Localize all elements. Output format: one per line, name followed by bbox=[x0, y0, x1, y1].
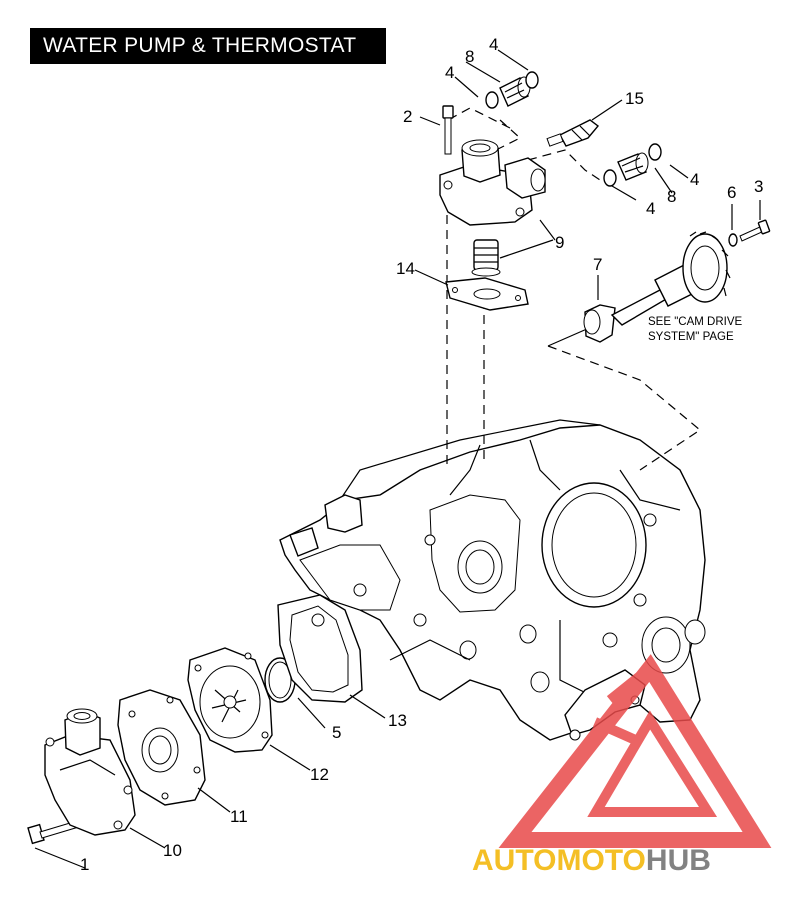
diagram-title: WATER PUMP & THERMOSTAT bbox=[30, 28, 386, 64]
callout-3: 3 bbox=[754, 177, 763, 196]
callout-6: 6 bbox=[727, 183, 736, 202]
automotohub-logo: AUTOMOTOHUB bbox=[472, 654, 772, 877]
fitting-upper bbox=[485, 71, 539, 109]
callout-14: 14 bbox=[396, 259, 415, 278]
svg-text:AUTOMOTOHUB: AUTOMOTOHUB bbox=[472, 844, 711, 877]
fitting-right bbox=[603, 143, 662, 187]
bolt-part-2 bbox=[442, 105, 454, 155]
callout-12: 12 bbox=[310, 765, 329, 784]
callout-4-c: 4 bbox=[690, 170, 699, 189]
logo-text-automoto: AUTOMOTO bbox=[472, 844, 646, 877]
gasket-part-14 bbox=[445, 277, 529, 311]
cam-drive-note: SEE "CAM DRIVE SYSTEM" PAGE bbox=[648, 316, 743, 343]
callout-10: 10 bbox=[163, 841, 182, 860]
gasket-part-13 bbox=[277, 594, 363, 703]
callout-8-a: 8 bbox=[465, 47, 474, 66]
callout-9: 9 bbox=[555, 233, 564, 252]
washer-part-6 bbox=[728, 233, 738, 247]
bolt-part-3 bbox=[739, 219, 771, 242]
callout-4-d: 4 bbox=[646, 199, 655, 218]
thermostat bbox=[471, 239, 501, 277]
note-line-2: SYSTEM" PAGE bbox=[648, 331, 734, 343]
callout-7: 7 bbox=[593, 255, 602, 274]
callout-11: 11 bbox=[230, 807, 248, 826]
pump-plate-part-11 bbox=[117, 689, 206, 806]
callout-numbers: 1 2 3 4 4 4 4 5 6 7 8 8 9 10 11 12 13 14… bbox=[80, 35, 763, 874]
thermostat-housing-part-9 bbox=[439, 139, 546, 226]
callout-13: 13 bbox=[388, 711, 407, 730]
callout-2: 2 bbox=[403, 107, 412, 126]
logo-text-hub: HUB bbox=[646, 844, 711, 877]
callout-4-a: 4 bbox=[445, 63, 454, 82]
callout-4-b: 4 bbox=[489, 35, 498, 54]
pump-housing-part-12 bbox=[187, 647, 273, 753]
callout-5: 5 bbox=[332, 723, 341, 742]
note-line-1: SEE "CAM DRIVE bbox=[648, 316, 743, 328]
pump-cover-part-10 bbox=[44, 708, 136, 836]
callout-15: 15 bbox=[625, 89, 644, 108]
callout-8-b: 8 bbox=[667, 187, 676, 206]
logo-triangle bbox=[498, 654, 772, 848]
callout-1: 1 bbox=[80, 855, 89, 874]
sensor-part-15 bbox=[546, 119, 600, 147]
cam-drive-part-7 bbox=[583, 231, 731, 343]
crankcase bbox=[279, 419, 706, 741]
leader-lines bbox=[34, 49, 761, 869]
